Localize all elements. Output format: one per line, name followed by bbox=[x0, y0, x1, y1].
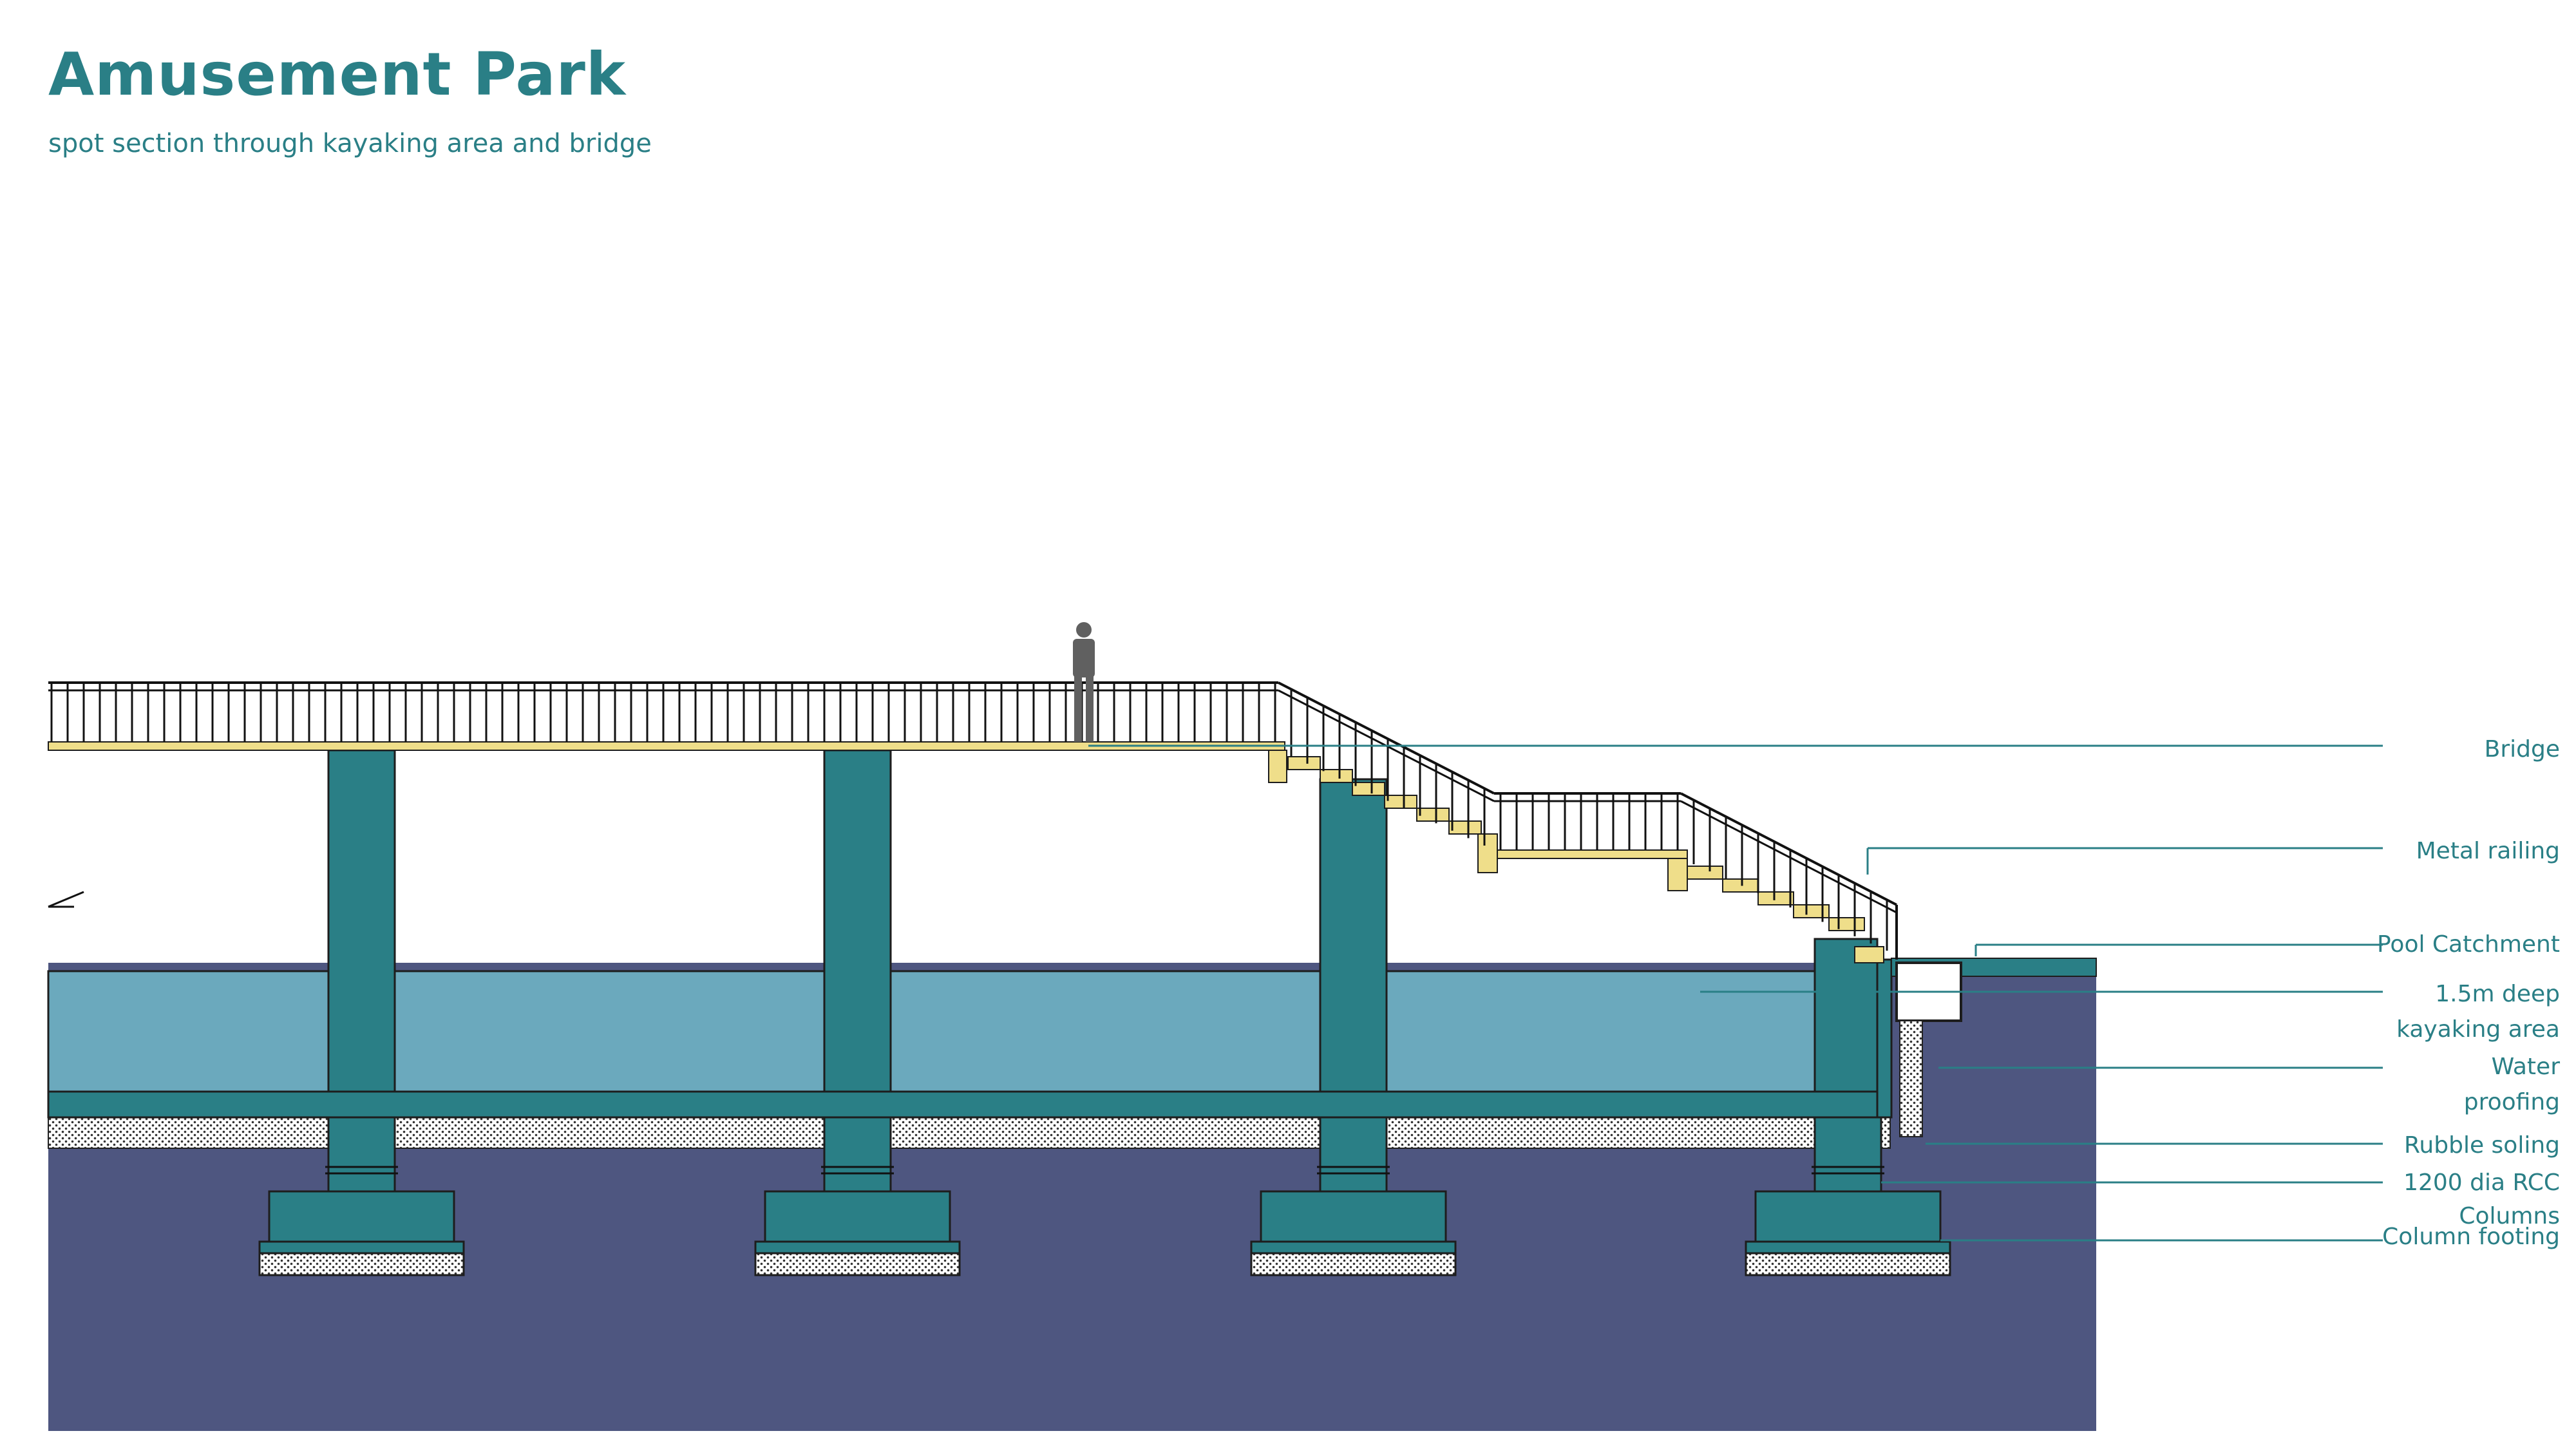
stair-steps bbox=[1268, 750, 1884, 963]
label-kayak-line1: 1.5m deep bbox=[2435, 981, 2560, 1007]
footing-2 bbox=[754, 1116, 961, 1276]
person-silhouette bbox=[1073, 622, 1095, 742]
page-subtitle: spot section through kayaking area and b… bbox=[48, 129, 652, 158]
landing-deck bbox=[1493, 849, 1688, 859]
pool-base-slab bbox=[47, 1090, 1891, 1119]
section-mark bbox=[48, 891, 84, 908]
label-bridge: Bridge bbox=[2485, 736, 2560, 762]
column bbox=[1814, 938, 1879, 1093]
label-column-footing: Column footing bbox=[2382, 1224, 2560, 1250]
leader-lines bbox=[1088, 744, 2383, 1242]
page-title: Amusement Park bbox=[48, 40, 627, 109]
column-footings bbox=[258, 1116, 1951, 1276]
label-kayak-line2: kayaking area bbox=[2396, 1016, 2560, 1043]
bridge-columns bbox=[327, 749, 1879, 1093]
column bbox=[327, 749, 396, 1093]
rubble-soling-layer bbox=[48, 1117, 1891, 1149]
label-water-line1: Water bbox=[2492, 1054, 2561, 1080]
metal-railing bbox=[48, 681, 1898, 960]
waterproofing-layer bbox=[1899, 1020, 1923, 1137]
column bbox=[1319, 778, 1388, 1093]
column bbox=[823, 749, 892, 1093]
label-metal-railing: Metal railing bbox=[2416, 838, 2560, 864]
kayaking-water bbox=[47, 970, 1879, 1093]
label-columns-line2: Columns bbox=[2459, 1203, 2560, 1229]
footing-1 bbox=[258, 1116, 465, 1276]
footing-4 bbox=[1745, 1116, 1951, 1276]
footing-3 bbox=[1250, 1116, 1457, 1276]
label-pool-catchment: Pool Catchment bbox=[2377, 931, 2560, 958]
pool-right-wall bbox=[1876, 958, 1893, 1119]
label-water-line2: proofing bbox=[2464, 1089, 2560, 1115]
annotation-labels: Bridge Metal railing Pool Catchment 1.5m… bbox=[2377, 736, 2560, 1250]
label-columns-line1: 1200 dia RCC bbox=[2403, 1170, 2560, 1196]
label-rubble-soling: Rubble soling bbox=[2404, 1132, 2560, 1159]
